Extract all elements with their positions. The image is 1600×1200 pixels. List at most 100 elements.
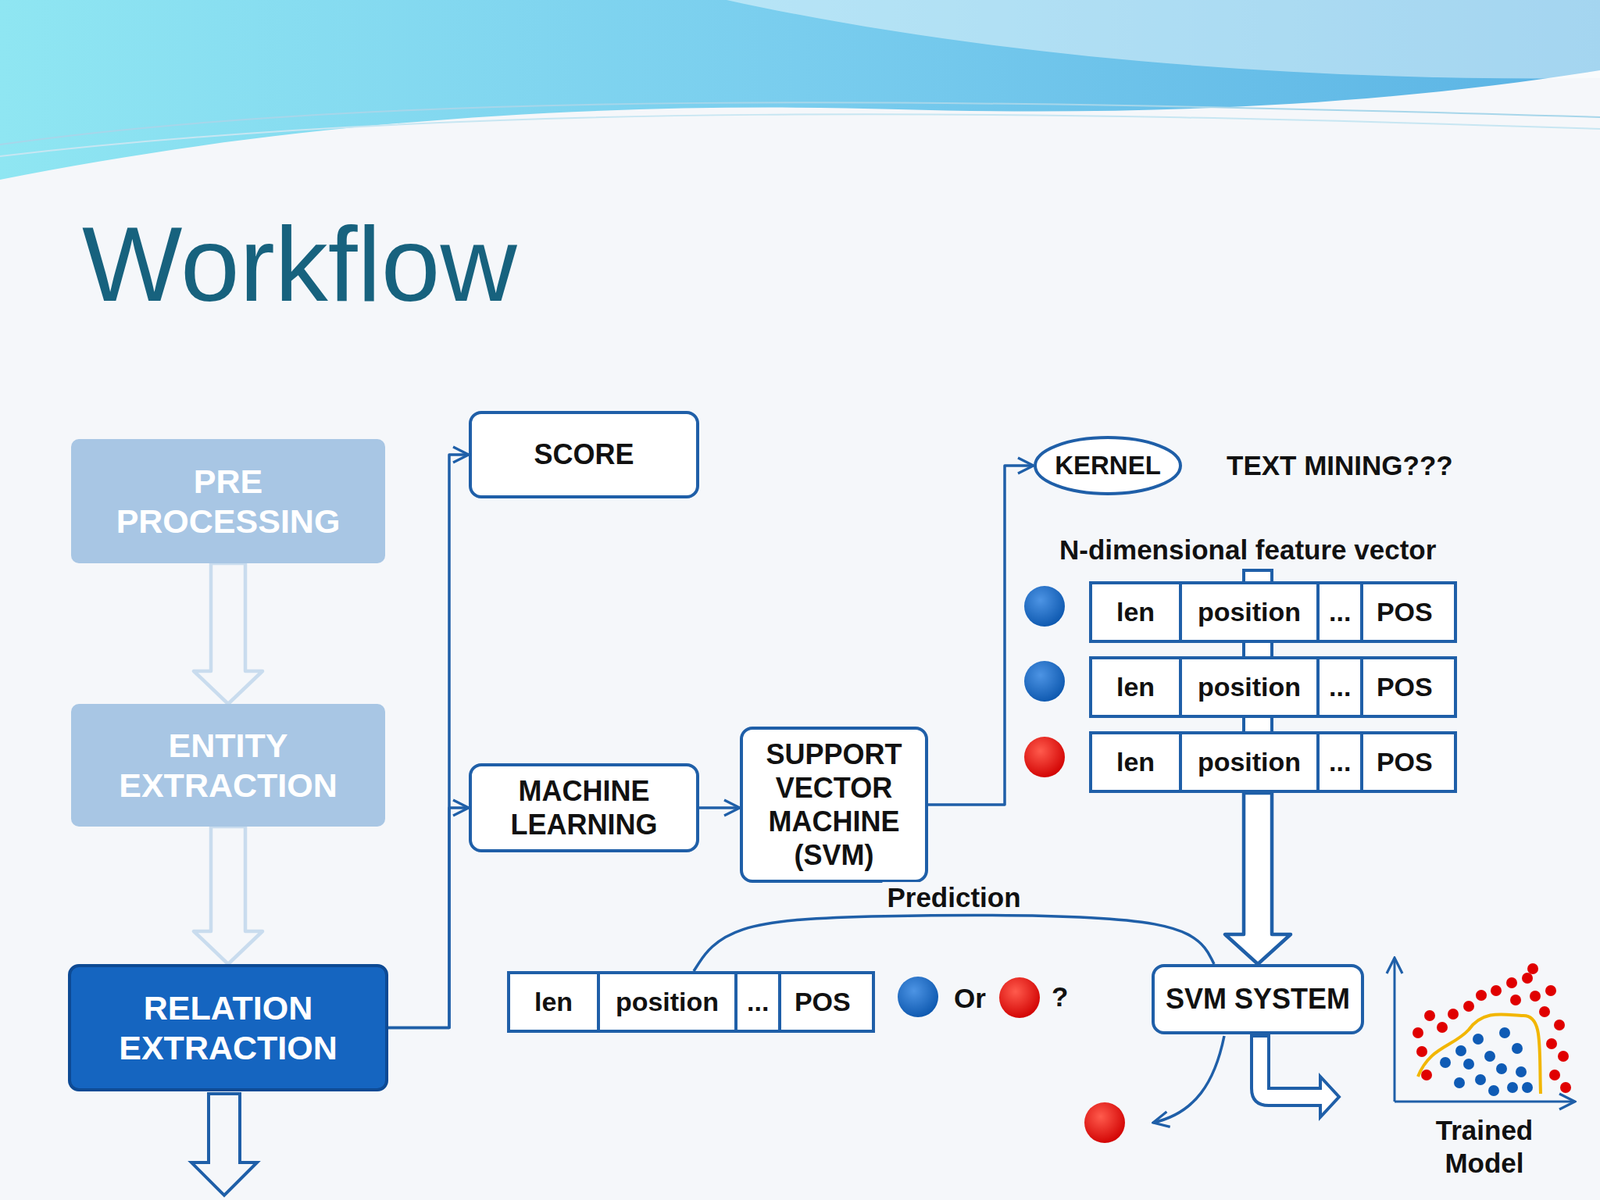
- connector-word: Or: [953, 982, 986, 1015]
- chart-dot-red: [1510, 994, 1522, 1006]
- connector-line: [699, 806, 740, 810]
- block-arrow: [193, 563, 263, 704]
- node-text: SCORE: [533, 437, 634, 472]
- edge-label: Prediction: [882, 882, 1025, 914]
- vector-cell: position: [1182, 734, 1320, 790]
- chart-dot-blue: [1515, 1066, 1527, 1078]
- vector-cell: position: [1182, 584, 1320, 640]
- chart-dot-blue: [1463, 1058, 1475, 1070]
- chart-dot-red: [1490, 985, 1502, 997]
- process-box: SCORE: [468, 410, 700, 499]
- section-label: N-dimensional feature vector: [1059, 533, 1436, 567]
- feature-vector-row: lenposition...POS: [507, 971, 875, 1033]
- vector-cell: POS: [1363, 659, 1446, 715]
- process-box: SUPPORT VECTOR MACHINE (SVM): [739, 726, 929, 883]
- chart-y-axis: [1393, 957, 1397, 1102]
- chart-dot-blue: [1499, 1027, 1511, 1039]
- note-text: TEXT MINING???: [1226, 449, 1454, 483]
- vector-cell: POS: [1363, 584, 1446, 640]
- chart-dot-blue: [1472, 1033, 1484, 1045]
- ellipse-shape: [1035, 437, 1181, 494]
- class-dot-red: [1024, 736, 1065, 778]
- vector-cell: ...: [1319, 659, 1364, 715]
- class-dot-blue: [897, 976, 939, 1018]
- node-text: SUPPORT VECTOR MACHINE (SVM): [753, 737, 915, 873]
- class-dot-blue: [1024, 660, 1065, 702]
- chart-dot-red: [1553, 1019, 1565, 1031]
- downward-block-arrow: [191, 1093, 258, 1196]
- vector-cell: ...: [1319, 584, 1364, 640]
- process-box: SVM SYSTEM: [1151, 964, 1365, 1035]
- block-arrow: [1225, 792, 1291, 965]
- header-swoosh: [726, 0, 1600, 79]
- node-text: PRE PROCESSING: [107, 461, 350, 541]
- node-text: RELATION EXTRACTION: [107, 988, 350, 1068]
- connector-line: [388, 807, 469, 1029]
- chart-dot-blue: [1507, 1082, 1518, 1093]
- chart-dot-red: [1463, 1000, 1475, 1012]
- output-block-arrow: [1251, 1035, 1340, 1118]
- active-step-box: RELATION EXTRACTION: [67, 964, 389, 1092]
- chart-dot-blue: [1475, 1074, 1486, 1086]
- process-box: MACHINE LEARNING: [468, 763, 700, 853]
- chart-dot-red: [1424, 1010, 1436, 1022]
- chart-caption: Trained Model: [1398, 1114, 1571, 1180]
- block-arrow: [193, 826, 263, 965]
- chart-dot-blue: [1484, 1050, 1496, 1062]
- node-text: MACHINE LEARNING: [486, 774, 683, 842]
- connector-line: [388, 454, 469, 1029]
- node-text: ENTITY EXTRACTION: [107, 725, 350, 805]
- node-text: KERNEL: [1054, 450, 1161, 482]
- slide-title: Workflow: [82, 210, 518, 318]
- chart-dot-blue: [1455, 1045, 1467, 1057]
- vector-cell: ...: [737, 974, 782, 1030]
- faded-step-box: PRE PROCESSING: [71, 439, 386, 564]
- chart-dot-blue: [1521, 1082, 1533, 1093]
- output-arrow: [1153, 1035, 1225, 1123]
- vector-cell: len: [1092, 734, 1183, 790]
- chart-dot-red: [1447, 1008, 1459, 1020]
- vector-cell: position: [600, 974, 738, 1030]
- chart-x-axis: [1394, 1100, 1575, 1104]
- vector-cell: len: [1092, 659, 1183, 715]
- vector-cell: ...: [1319, 734, 1364, 790]
- chart-dot-red: [1421, 1069, 1433, 1081]
- chart-dot-red: [1545, 985, 1557, 997]
- chart-dot-blue: [1439, 1057, 1451, 1068]
- chart-dot-red: [1529, 990, 1541, 1002]
- chart-dot-blue: [1511, 1042, 1523, 1054]
- chart-dot-red: [1521, 972, 1533, 984]
- predicted-dot-red: [1084, 1102, 1125, 1143]
- faded-step-box: ENTITY EXTRACTION: [71, 703, 386, 827]
- vector-cell: POS: [781, 974, 864, 1030]
- kernel-ellipse: KERNEL: [1033, 435, 1183, 496]
- decision-boundary: [1417, 1014, 1541, 1094]
- feature-vector-row: lenposition...POS: [1089, 731, 1458, 793]
- class-dot-red: [999, 977, 1040, 1018]
- chart-dot-red: [1527, 963, 1539, 975]
- header-line: [0, 114, 1600, 157]
- header-wave: [0, 0, 1600, 180]
- question-mark: ?: [1051, 980, 1068, 1014]
- connector-line: [928, 465, 1034, 805]
- chart-dot-red: [1475, 989, 1487, 1001]
- chart-dot-blue: [1496, 1063, 1508, 1075]
- chart-dot-red: [1546, 1038, 1558, 1050]
- feature-vector-row: lenposition...POS: [1089, 581, 1458, 643]
- chart-dot-red: [1549, 1069, 1561, 1081]
- header-line: [0, 102, 1600, 145]
- vector-cell: len: [510, 974, 600, 1030]
- vector-cell: len: [1092, 584, 1183, 640]
- vector-cell: POS: [1363, 734, 1446, 790]
- chart-dot-red: [1506, 977, 1518, 989]
- class-dot-blue: [1024, 585, 1065, 627]
- chart-dot-red: [1412, 1027, 1424, 1039]
- vector-cell: position: [1182, 659, 1320, 715]
- chart-dot-red: [1557, 1050, 1569, 1062]
- node-text: SVM SYSTEM: [1165, 982, 1350, 1016]
- chart-dot-red: [1416, 1046, 1428, 1058]
- chart-dot-red: [1436, 1021, 1448, 1033]
- feature-vector-row: lenposition...POS: [1089, 656, 1458, 718]
- chart-dot-blue: [1488, 1085, 1500, 1097]
